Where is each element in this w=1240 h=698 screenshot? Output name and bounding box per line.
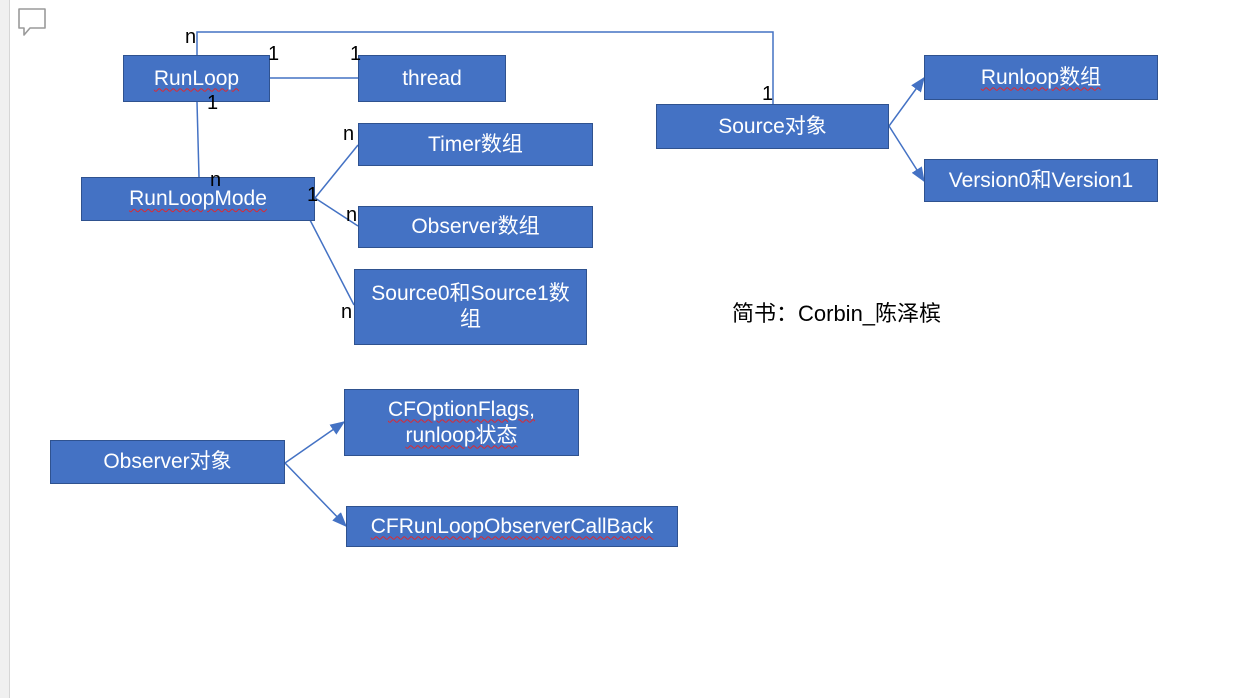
runloop-array-label: Runloop数组 <box>980 65 1102 89</box>
runloop-label: RunLoop <box>153 66 240 90</box>
runloop-array-box[interactable]: Runloop数组 <box>924 55 1158 100</box>
timer-array-box[interactable]: Timer数组 <box>358 123 593 166</box>
left-margin-gutter <box>0 0 10 698</box>
source-array-box[interactable]: Source0和Source1数组 <box>354 269 587 345</box>
timer-array-label: Timer数组 <box>428 132 523 156</box>
mult-runloop-mode-1: 1 <box>207 92 219 114</box>
cf-option-flags-line2: runloop状态 <box>405 423 518 447</box>
mode-observer-connector <box>314 197 359 227</box>
source-runloop-array-arrow <box>888 76 925 127</box>
observer-flags-arrow <box>284 421 346 464</box>
observer-array-label: Observer数组 <box>411 215 540 238</box>
observer-array-box[interactable]: Observer数组 <box>358 206 593 248</box>
source-object-box[interactable]: Source对象 <box>656 104 889 149</box>
observer-object-box[interactable]: Observer对象 <box>50 440 285 484</box>
mult-runloop-source-n: n <box>185 26 197 48</box>
runloop-mode-box[interactable]: RunLoopMode <box>81 177 315 221</box>
thread-label: thread <box>402 66 462 90</box>
mult-runloop-thread-1a: 1 <box>268 43 280 65</box>
mult-source-n: n <box>341 301 353 323</box>
mult-mode-runloop-n: n <box>210 169 222 191</box>
version-box[interactable]: Version0和Version1 <box>924 159 1158 202</box>
mult-timer-n: n <box>343 123 355 145</box>
author-credit: 简书：Corbin_陈泽槟 <box>732 301 942 326</box>
callback-label: CFRunLoopObserverCallBack <box>370 514 654 538</box>
mode-source-connector <box>309 219 355 306</box>
source-version-arrow <box>888 125 925 183</box>
cf-option-flags-box[interactable]: CFOptionFlags, runloop状态 <box>344 389 579 456</box>
observer-callback-arrow <box>284 462 348 528</box>
runloop-box[interactable]: RunLoop <box>123 55 270 102</box>
runloop-mode-connector <box>196 101 200 178</box>
callback-box[interactable]: CFRunLoopObserverCallBack <box>346 506 678 547</box>
mult-mode-side-1: 1 <box>307 184 319 206</box>
version-label: Version0和Version1 <box>948 168 1134 192</box>
mult-source-runloop-1: 1 <box>762 83 774 105</box>
comment-icon[interactable] <box>16 6 48 38</box>
mult-runloop-thread-1b: 1 <box>350 43 362 65</box>
runloop-mode-label: RunLoopMode <box>129 187 267 210</box>
source-object-label: Source对象 <box>718 114 827 138</box>
cf-option-flags-line1: CFOptionFlags, <box>387 397 536 421</box>
observer-object-label: Observer对象 <box>103 450 232 473</box>
mult-observer-n: n <box>346 204 358 226</box>
runloop-source-connector <box>196 31 774 104</box>
mode-timer-connector <box>314 144 359 199</box>
thread-box[interactable]: thread <box>358 55 506 102</box>
source-array-label: Source0和Source1数组 <box>371 282 570 331</box>
